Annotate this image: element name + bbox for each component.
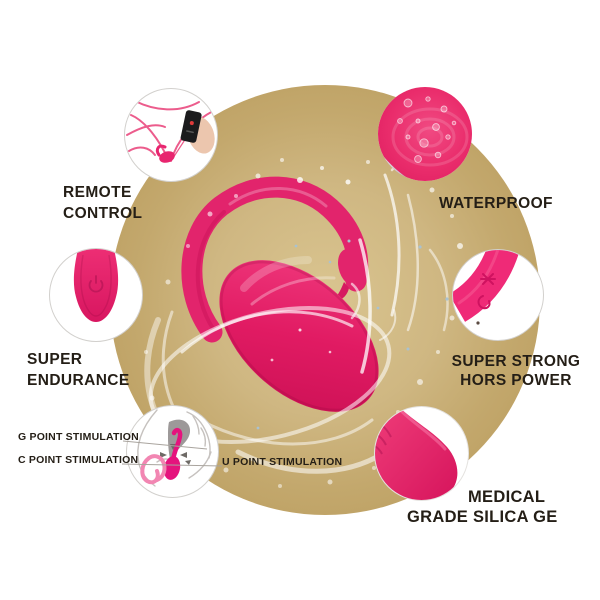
power-icon (88, 275, 104, 293)
endurance-label-line2: ENDURANCE (27, 372, 130, 389)
product-vibrator (181, 176, 379, 412)
silicone-body-closeup (375, 407, 458, 500)
remote-control-label-line2: CONTROL (63, 205, 143, 222)
medical-grade-callout-circle (374, 406, 469, 501)
u-point-label: U POINT STIMULATION (222, 456, 343, 468)
medical-grade-label-line1: MEDICAL (468, 488, 546, 506)
clitoral-structure (140, 454, 167, 485)
water-splash-front (148, 238, 397, 446)
product-tip-closeup (73, 249, 119, 322)
phone-icon (180, 110, 202, 143)
water-droplets (144, 149, 470, 488)
hors-power-label-line2: HORS POWER (460, 372, 572, 389)
stimulation-diagram-circle (126, 405, 219, 498)
waterproof-label: WATERPROOF (439, 195, 553, 212)
c-point-label: C POINT STIMULATION (18, 454, 139, 466)
water-drop-icon (397, 96, 457, 163)
medical-grade-label-line2: GRADE SILICA GE (407, 508, 558, 526)
endurance-callout-circle (49, 248, 143, 342)
remote-control-callout-circle (124, 88, 218, 182)
g-point-label: G POINT STIMULATION (18, 431, 139, 443)
speck (476, 321, 480, 325)
embossed-logo (477, 273, 496, 310)
mini-product-icon (155, 144, 175, 163)
product-head (337, 248, 367, 288)
hors-power-label: SUPER STRONG HORS POWER (450, 352, 582, 390)
waterproof-callout-circle (378, 87, 472, 181)
product-tail (181, 176, 369, 343)
silicone-ripples (375, 420, 392, 455)
hors-power-callout-circle (452, 249, 544, 341)
endurance-label-line1: SUPER (27, 351, 83, 368)
remote-control-label: REMOTE CONTROL (63, 182, 142, 224)
remote-control-label-line1: REMOTE (63, 184, 132, 201)
product-in-use (163, 427, 183, 480)
hors-power-label-line1: SUPER STRONG (451, 353, 581, 370)
endurance-label: SUPER ENDURANCE (27, 349, 130, 391)
product-egg-body (219, 260, 379, 412)
